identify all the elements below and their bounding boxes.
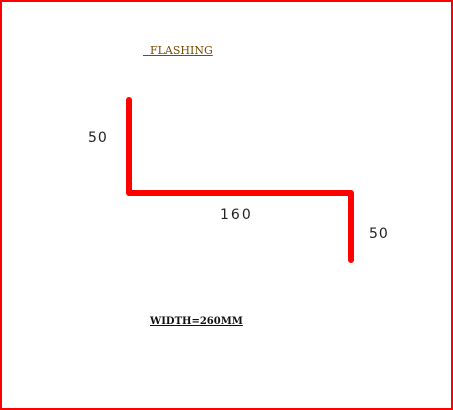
left-leg-dimension: 50 bbox=[88, 130, 108, 146]
drawing-title: FLASHING bbox=[143, 44, 213, 57]
bottom-dimension: 160 bbox=[220, 207, 253, 223]
right-leg-dimension: 50 bbox=[369, 226, 389, 242]
width-note: WIDTH=260MM bbox=[150, 316, 243, 327]
flashing-profile-line bbox=[126, 97, 354, 263]
